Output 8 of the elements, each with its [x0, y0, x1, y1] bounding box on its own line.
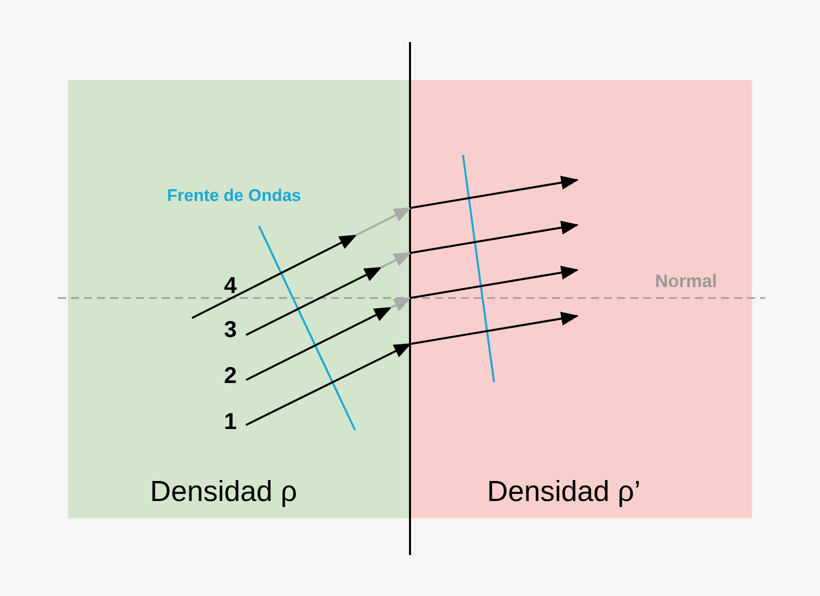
ray-number: 1 [224, 410, 237, 433]
medium-label: Densidad ρ [150, 478, 298, 507]
ray-number: 2 [224, 364, 237, 387]
wavefront-label: Frente de Ondas [167, 187, 302, 204]
ray-number: 3 [224, 318, 237, 341]
medium-label: Densidad ρ’ [487, 478, 641, 507]
normal-label: Normal [655, 272, 718, 290]
ray-number: 4 [224, 274, 237, 297]
